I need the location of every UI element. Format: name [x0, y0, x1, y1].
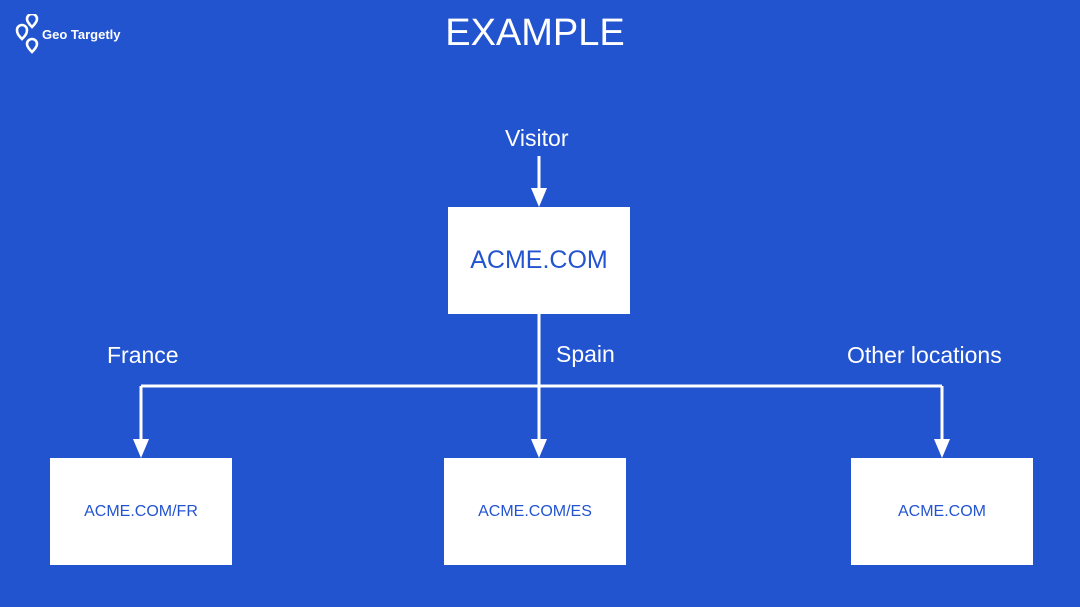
target-box-label: ACME.COM	[898, 502, 986, 520]
target-box-label: ACME.COM/FR	[84, 502, 198, 520]
logo-text: Geo Targetly	[42, 26, 121, 42]
spain-arrowhead	[531, 439, 547, 458]
target-box-other: ACME.COM	[851, 458, 1033, 565]
page-title: EXAMPLE	[445, 12, 625, 54]
branch-label-other: Other locations	[847, 342, 1002, 368]
main-box-label: ACME.COM	[470, 246, 608, 274]
target-box-france: ACME.COM/FR	[50, 458, 232, 565]
branch-label-spain: Spain	[556, 341, 615, 367]
main-box: ACME.COM	[448, 207, 630, 314]
target-box-spain: ACME.COM/ES	[444, 458, 626, 565]
location-pins-icon	[15, 14, 39, 54]
visitor-arrowhead	[531, 188, 547, 207]
branch-label-france: France	[107, 342, 179, 368]
visitor-label: Visitor	[505, 125, 569, 151]
logo: Geo Targetly	[14, 14, 121, 54]
france-arrowhead	[133, 439, 149, 458]
target-box-label: ACME.COM/ES	[478, 502, 592, 520]
other-arrowhead	[934, 439, 950, 458]
